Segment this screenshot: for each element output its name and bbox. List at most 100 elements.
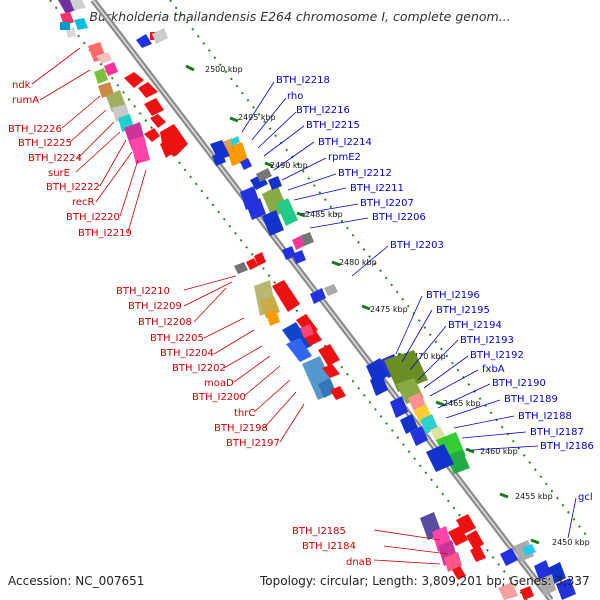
gene-feature [446,450,470,474]
gene-feature [70,0,86,10]
gene-feature [500,548,518,566]
scale-ticks [185,64,540,545]
gene-label: moaD [204,378,234,389]
scale-label: 2470 kbp [408,352,446,361]
gene-feature [448,526,468,546]
gene-feature [266,310,280,326]
gene-feature [150,114,166,128]
gene-feature [456,514,476,534]
gene-label: BTH_I2215 [306,120,360,131]
gene-feature [212,152,226,166]
gene-feature [136,34,152,48]
gene-label: BTH_I2218 [276,75,330,86]
gene-label: BTH_I2205 [150,333,204,344]
gene-label: fxbA [482,364,505,375]
gene-label: BTH_I2200 [192,392,246,403]
gene-label: BTH_I2185 [292,526,346,537]
gene-label: dnaB [346,557,372,568]
gene-label: BTH_I2189 [504,394,558,405]
gene-label: BTH_I2209 [128,301,182,312]
gene-label: surE [48,168,70,179]
reverse-strand-labels: ndk rumA BTH_I2226 BTH_I2225 BTH_I2224 s… [8,47,449,568]
gene-feature [384,350,428,392]
gene-feature [324,284,338,296]
gene-feature [246,198,266,220]
gene-feature [426,444,454,472]
gene-feature [74,18,88,30]
gene-feature [282,322,312,352]
scale-label: 2490 kbp [270,161,308,170]
gene-feature [98,82,114,98]
gene-feature [144,98,164,116]
gene-feature [538,574,556,596]
gene-feature [256,168,272,182]
gene-feature [300,232,314,246]
gene-label: BTH_I2188 [518,411,572,422]
gene-label: BTH_I2211 [350,183,404,194]
gene-label: ndk [12,80,31,91]
gene-feature [234,262,248,274]
gene-label: BTH_I2194 [448,320,502,331]
gene-feature [300,324,314,338]
gene-label: BTH_I2192 [470,350,524,361]
gene-label: BTH_I2225 [18,138,72,149]
gene-label: gcl [578,492,593,503]
gene-feature [276,198,298,226]
gene-label: BTH_I2187 [530,427,584,438]
gene-feature [246,258,258,270]
gene-label: thrC [234,408,255,419]
gene-feature [520,586,534,600]
gene-label: BTH_I2203 [390,240,444,251]
gene-label: BTH_I2220 [66,212,120,223]
gene-label: recR [72,197,95,208]
gene-feature [322,364,340,378]
gene-feature [94,68,108,84]
scale-label: 2480 kbp [339,258,377,267]
scale-label: 2485 kbp [305,210,343,219]
gene-feature [254,252,266,266]
map-title: Burkholderia thailandensis E264 chromoso… [89,9,511,24]
gene-label: BTH_I2198 [214,423,268,434]
gene-feature [498,582,518,600]
gene-label: BTH_I2214 [318,137,372,148]
forward-strand-features [136,28,576,600]
gene-feature [522,544,536,556]
gene-feature [400,414,418,434]
gene-feature [160,140,174,158]
gene-feature [390,396,408,418]
gene-feature [104,62,118,76]
gene-label: BTH_I2208 [138,317,192,328]
gene-feature [292,250,306,264]
gene-feature [272,280,300,312]
gene-label: BTH_I2196 [426,290,480,301]
scale-label: 2450 kbp [552,538,590,547]
gene-feature [60,22,70,30]
gene-feature [318,378,336,398]
gene-label: BTH_I2193 [460,335,514,346]
gene-feature [262,210,284,236]
gene-feature [230,136,240,146]
scale-label: 2465 kbp [443,399,481,408]
gene-feature [96,52,112,64]
gene-feature [226,142,248,166]
gene-feature [286,338,312,362]
gene-label: BTH_I2222 [46,182,100,193]
genome-summary-text: Topology: circular; Length: 3,809,201 bp… [260,574,590,588]
scale-label: 2475 kbp [370,305,408,314]
scale-label: 2455 kbp [515,492,553,501]
gene-label: rpmE2 [328,152,361,163]
gene-feature [240,158,252,170]
gene-feature [370,374,388,396]
gene-feature [66,28,76,38]
gene-feature [410,426,428,446]
scale-label: 2500 kbp [205,65,243,74]
gene-feature [138,82,158,98]
reverse-strand-features [58,0,534,600]
gene-label: BTH_I2226 [8,124,62,135]
gene-label: rho [287,91,303,102]
scale-label: 2460 kbp [480,447,518,456]
gene-label: BTH_I2216 [296,105,350,116]
gene-feature [466,530,484,550]
